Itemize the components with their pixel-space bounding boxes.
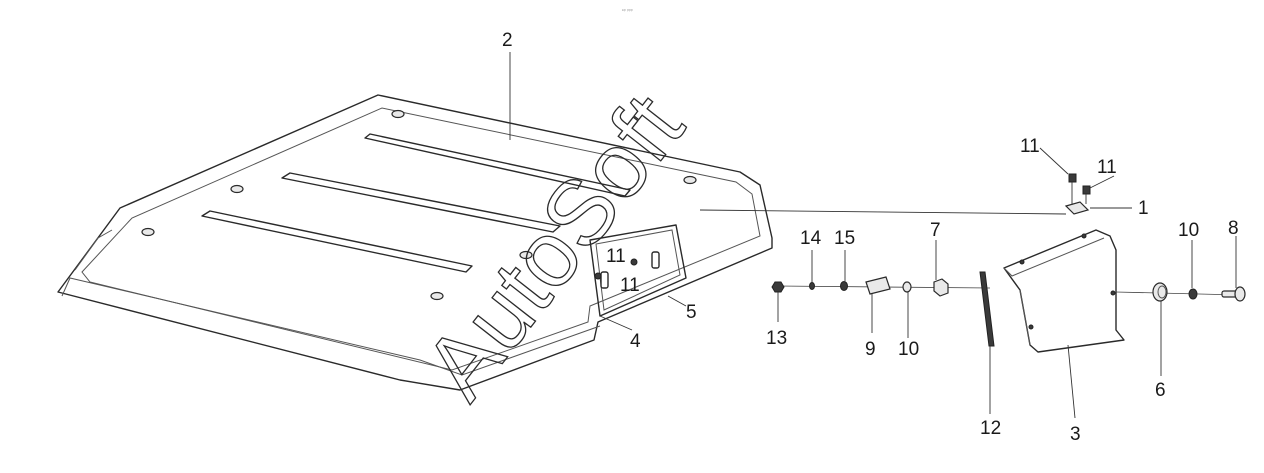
- callout-8: 8: [1228, 218, 1239, 239]
- callout-11-top-right: 11: [1097, 157, 1117, 178]
- callout-4: 4: [630, 331, 641, 352]
- bracket-assembly: [1064, 173, 1091, 215]
- callout-5: 5: [686, 302, 697, 323]
- callout-labels: 2 11 11 1 14 15 7 10 8 11 11 5 4 13 9 10…: [502, 30, 1239, 445]
- callout-15: 15: [834, 228, 855, 249]
- watermark: AutoSoft: [405, 76, 703, 417]
- washer-15: [840, 281, 848, 291]
- callout-11-top-left: 11: [1020, 136, 1040, 157]
- washer-10-right: [1188, 288, 1198, 300]
- callout-10-right: 10: [1178, 220, 1199, 241]
- roof-panel: [57, 94, 773, 391]
- bolt-8: [1221, 286, 1246, 302]
- washer-14: [809, 282, 815, 290]
- nut-13: [771, 281, 785, 293]
- callout-2: 2: [502, 30, 513, 51]
- header-text: ᵉᵖ ᵖᵖᵖ: [622, 8, 633, 14]
- callout-9: 9: [865, 339, 876, 360]
- cover-panel-3: [1003, 229, 1125, 353]
- callout-7: 7: [930, 220, 941, 241]
- seal-strip-12: [979, 271, 995, 347]
- callout-13: 13: [766, 328, 787, 349]
- hardware-axis-right: [1115, 291, 1241, 296]
- leader-lines: [509, 52, 1237, 419]
- plate-9: [865, 276, 891, 295]
- callout-6: 6: [1155, 380, 1166, 401]
- knob-6: [1152, 282, 1168, 302]
- washer-10-left: [902, 281, 912, 293]
- callout-3: 3: [1070, 424, 1081, 445]
- callout-11-recess-lower: 11: [620, 275, 640, 296]
- callout-12: 12: [980, 418, 1001, 439]
- callout-11-recess-upper: 11: [606, 246, 626, 267]
- callout-10-left: 10: [898, 339, 919, 360]
- callout-1: 1: [1138, 198, 1149, 219]
- callout-14: 14: [800, 228, 822, 249]
- nut-7: [933, 278, 949, 297]
